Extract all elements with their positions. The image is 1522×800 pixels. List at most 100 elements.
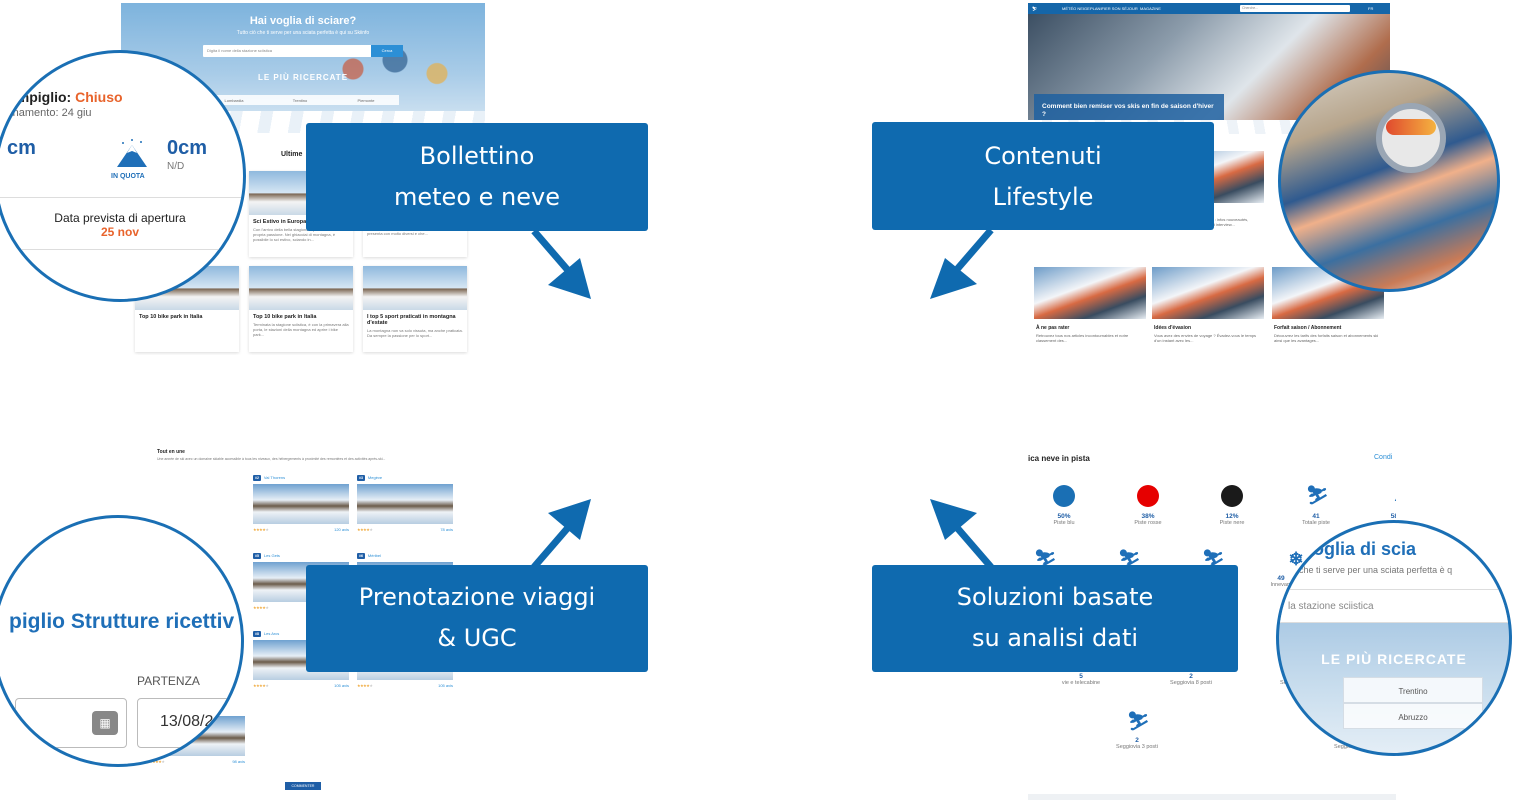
resort-name: Méribel [367, 553, 382, 558]
article-title: Top 10 bike park in Italia [139, 314, 203, 320]
most-searched-item[interactable]: Abruzzo [267, 113, 333, 123]
resort-status: Chiuso [75, 89, 123, 105]
stat-value: 38% [1141, 513, 1155, 520]
most-searched-item[interactable]: Trentino [267, 95, 333, 105]
zoom-most-searched-item[interactable]: Abruzzo [1343, 703, 1483, 729]
lift-label: vie e telecabine [1061, 680, 1101, 686]
stat-value: 58 km [1390, 513, 1396, 520]
stat-label: Totale piste [1302, 520, 1330, 526]
article-card[interactable]: I top 5 sport praticati in montagna d'es… [363, 266, 467, 352]
article-desc: La montagna non va solo vissuta, ma anch… [367, 328, 463, 338]
chairlift-icon: ⛷ [1127, 711, 1150, 731]
review-count: 78 avis [440, 527, 453, 532]
skier-woman-photo-zoom [1278, 70, 1500, 292]
callout-meteo-line1: Bollettino [419, 142, 535, 170]
resort-search-input[interactable]: Digita il nome della stazione sciistica [203, 45, 403, 57]
calendar-icon: ▦ [92, 711, 118, 735]
star-rating: ★★★★★ [357, 683, 373, 688]
blue-piste-icon [1053, 485, 1075, 507]
skiinfo-homepage-screenshot: Hai voglia di sciare? Tutto ciò che ti s… [121, 3, 485, 355]
arrow-up-left-icon [930, 499, 994, 570]
article-desc: Retrouvez tous nos articles incontournab… [1036, 333, 1129, 343]
lift-label: Seggiovia 3 posti [1116, 744, 1158, 750]
callout-booking: Prenotazione viaggi& UGC [306, 565, 648, 672]
zoom-most-searched-item[interactable]: Trentino [1343, 677, 1483, 703]
booking-form-zoom: piglio Strutture ricettiv PARTENZA ▦ 13/… [0, 515, 244, 767]
zoom-search-input[interactable]: la stazione sciistica [1279, 589, 1509, 623]
resort-name: Val Thorens [263, 475, 286, 480]
most-searched-heading: LE PIÙ RICERCATE [257, 73, 349, 82]
article-desc: Terminata la stagione sciistica, è con l… [253, 322, 349, 337]
rank-badge: #5 [253, 553, 261, 559]
callout-booking-line1: Prenotazione viaggi [358, 583, 596, 611]
resort-name: Megève [367, 475, 383, 480]
resort-photo [253, 484, 349, 524]
date-picker-button[interactable]: ▦ [15, 698, 127, 748]
search-hero-zoom: ai voglia di scia ciò che ti serve per u… [1276, 520, 1512, 756]
callout-lifestyle-line2: Lifestyle [992, 183, 1094, 211]
review-count: 105 avis [334, 683, 349, 688]
stat-value: 41 [1312, 513, 1320, 520]
nav-search-input[interactable]: Cherche... [1240, 5, 1350, 12]
skier-icon: ⛷ [1306, 485, 1329, 505]
mountain-snow-icon [115, 137, 149, 171]
article-image [363, 266, 467, 310]
nav-item[interactable]: MÉTÉO NEIGE [1062, 6, 1090, 11]
article-title: Sci Estivo in Europa e... [253, 219, 316, 225]
rank-badge: #3 [357, 475, 365, 481]
footer-strip [1028, 794, 1396, 800]
piste-stat: 58 km [1365, 513, 1396, 520]
most-searched-item[interactable]: Stazioni sciistiche più vicine [333, 113, 399, 123]
star-rating: ★★★★★ [149, 759, 165, 764]
top-nav: ⛷ MÉTÉO NEIGE PLANIFIER SON SÉJOUR MAGAZ… [1028, 3, 1390, 14]
snow-depth-top: 0cm [167, 137, 208, 159]
goggles-icon [1386, 119, 1436, 135]
lift-count: 2 [1135, 737, 1139, 744]
snow-depth-nd: N/D [167, 161, 185, 172]
activity-icon: ⛷ [1034, 549, 1057, 569]
comment-button[interactable]: COMMENTER [285, 782, 321, 790]
accommodation-title: piglio Strutture ricettiv [9, 610, 235, 633]
conditions-link[interactable]: Condi [1374, 454, 1393, 461]
zoom-hero-title: ai voglia di scia [1283, 539, 1417, 559]
search-button[interactable]: Cerca [371, 45, 403, 57]
snowmaking-icon: ❄ [1288, 549, 1304, 569]
piste-stat: 38%Piste rosse [1113, 513, 1183, 526]
rank-badge: #8 [253, 631, 261, 637]
snow-report-zoom: ampiglio: Chiuso rnamento: 24 giu cm IN … [0, 50, 246, 302]
section-heading: Tout en une [157, 449, 185, 455]
stat-value: 12% [1225, 513, 1239, 520]
activity-icon: ⛷ [1118, 549, 1141, 569]
nav-item[interactable]: PLANIFIER SON SÉJOUR [1090, 6, 1138, 11]
star-rating: ★★★★★ [357, 527, 373, 532]
language-selector[interactable]: FR [1368, 6, 1374, 11]
review-count: 120 avis [334, 527, 349, 532]
piste-stat: 12%Piste nere [1197, 513, 1267, 526]
departure-date-field[interactable]: 13/08/2 [137, 698, 241, 748]
stat-label: Piste blu [1053, 520, 1075, 526]
stat-label: Piste nere [1219, 520, 1245, 526]
nav-item[interactable]: MAGAZINE [1140, 6, 1161, 11]
departure-label: PARTENZA [137, 674, 200, 688]
hero-title: Hai voglia di sciare? [249, 15, 357, 27]
most-searched-item[interactable]: Piemonte [333, 95, 399, 105]
red-piste-icon [1137, 485, 1159, 507]
opening-label: Data prevista di apertura [54, 211, 186, 225]
black-piste-icon [1221, 485, 1243, 507]
review-count: 98 avis [232, 759, 245, 764]
article-image [1152, 267, 1264, 319]
resort-photo [357, 484, 453, 524]
stat-label: Piste rosse [1134, 520, 1162, 526]
most-searched-item[interactable]: Lombardia [201, 95, 267, 105]
